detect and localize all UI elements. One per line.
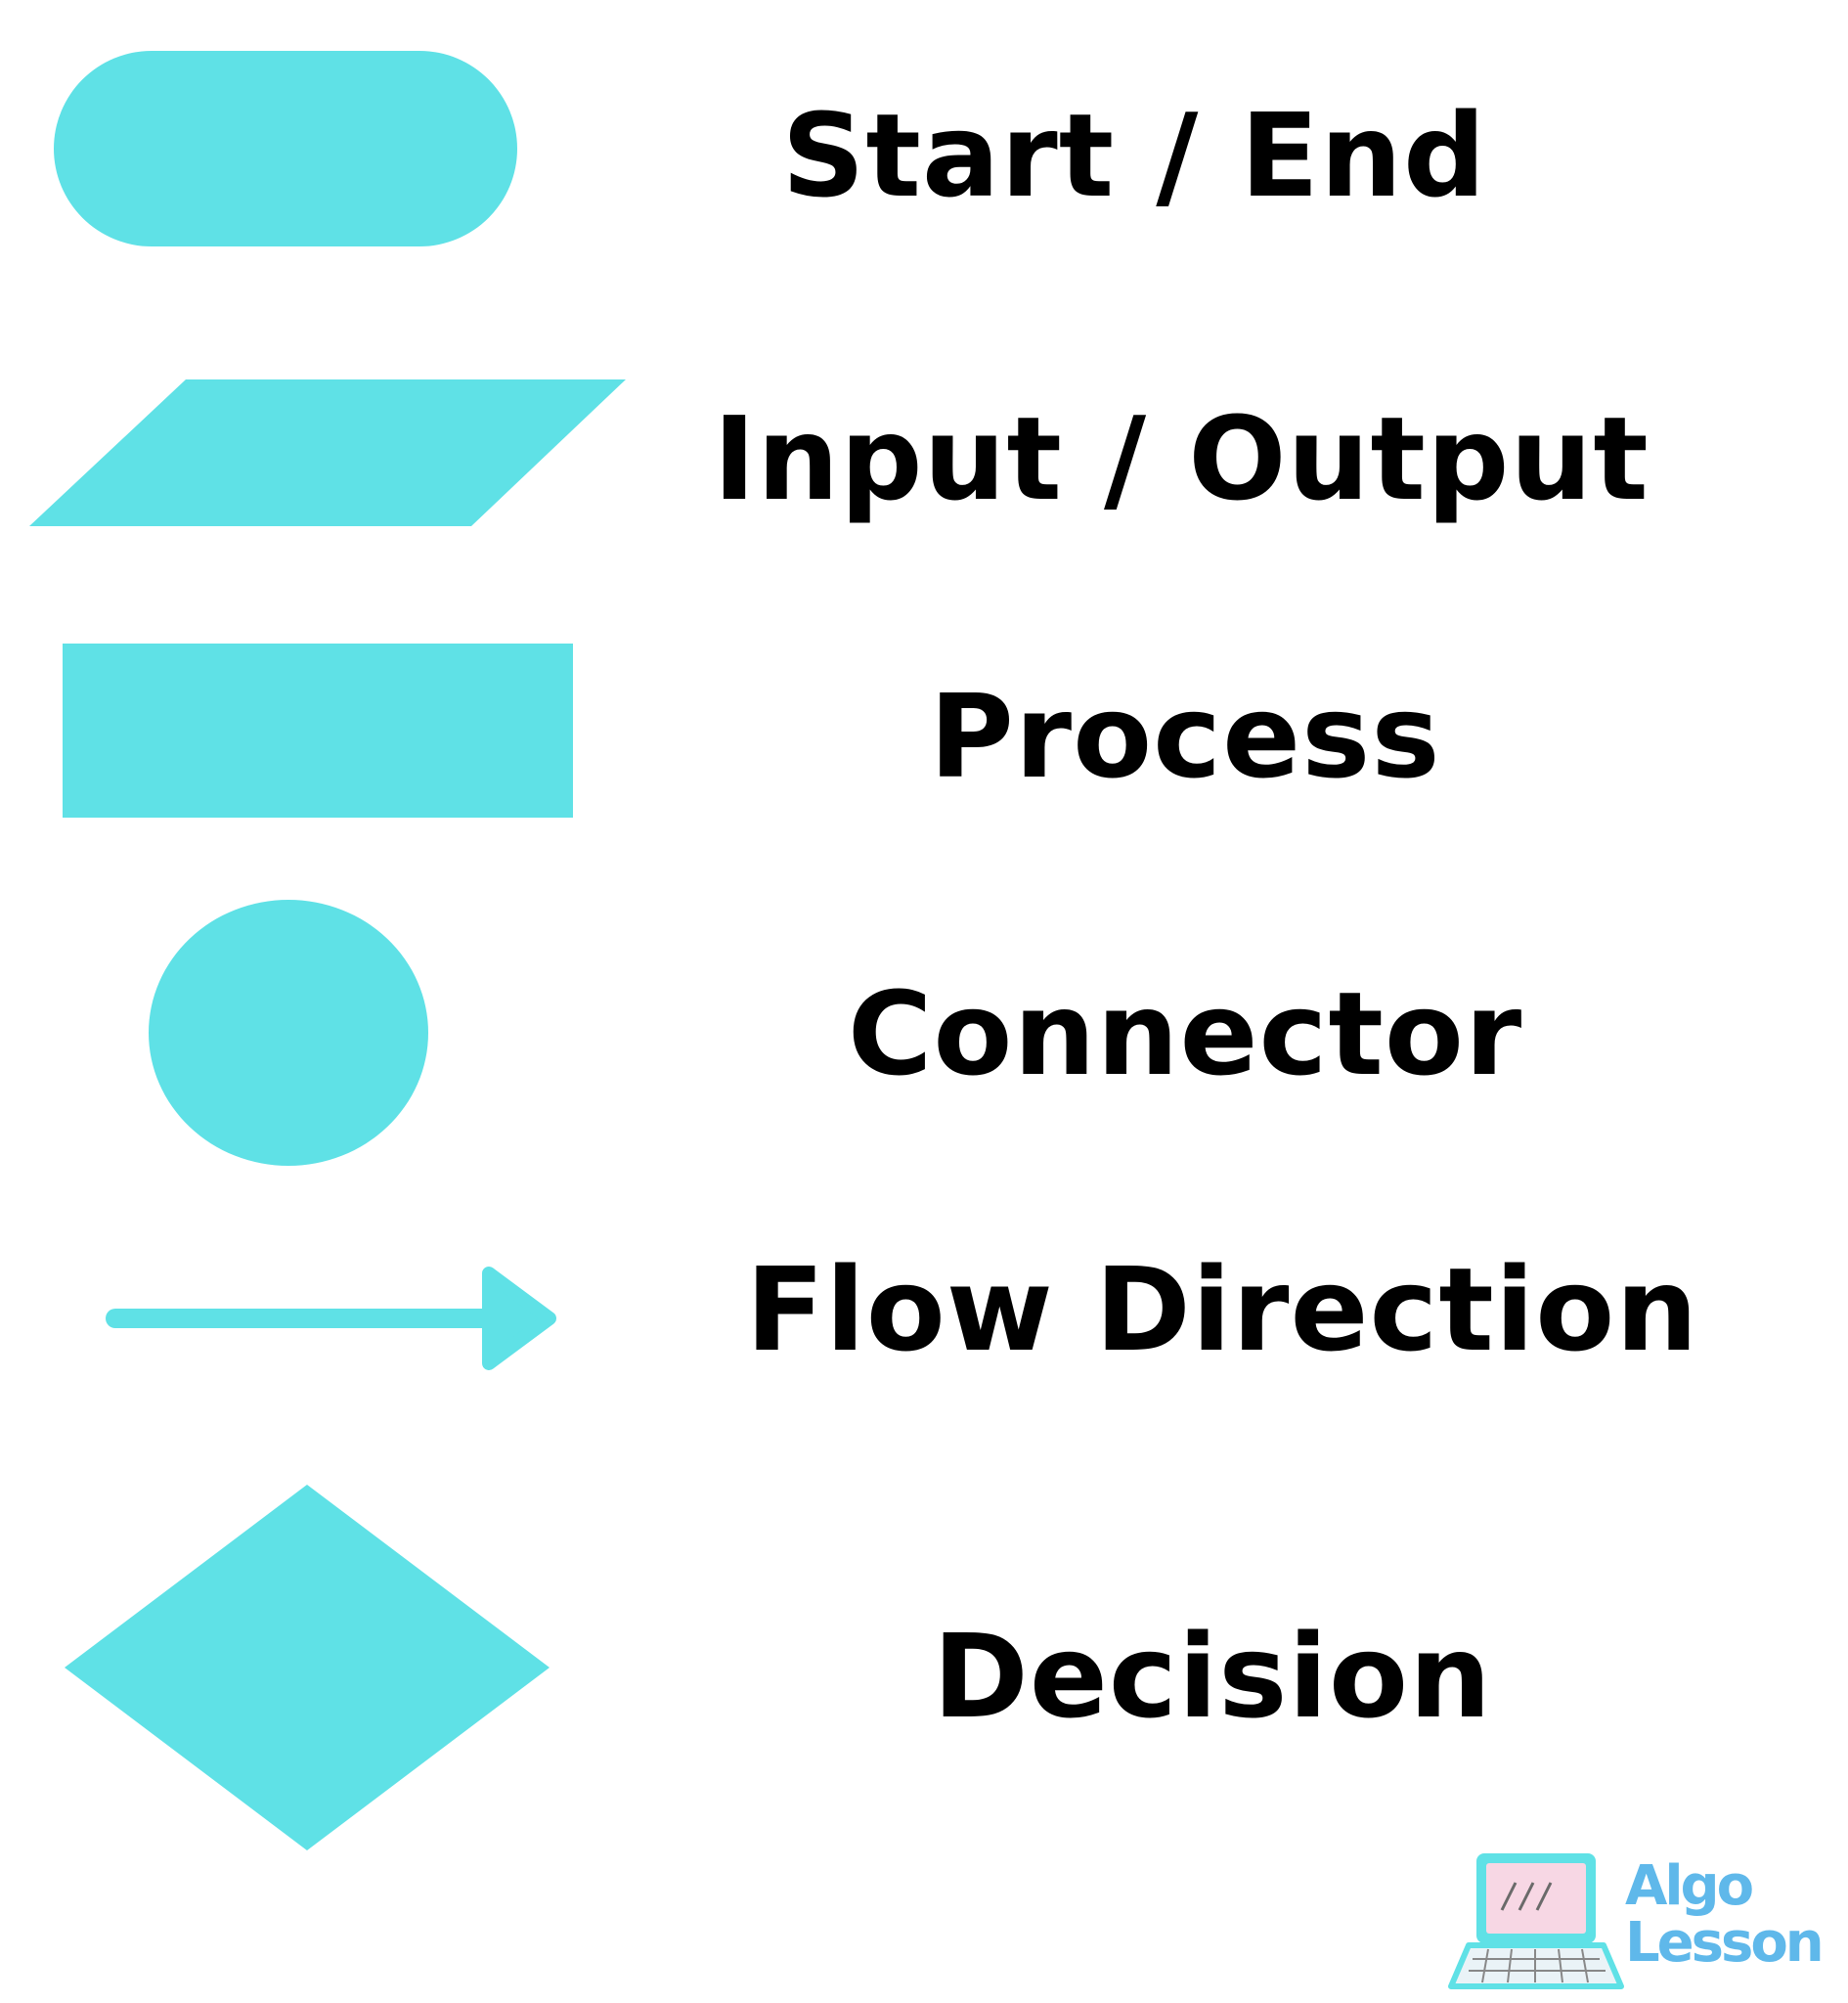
parallelogram-shape [29, 379, 626, 526]
start-end-label: Start / End [781, 88, 1487, 223]
logo-text: Algo Lesson [1625, 1854, 1825, 1975]
flow-direction-label: Flow Direction [745, 1242, 1699, 1377]
process-label: Process [929, 669, 1441, 804]
decision-label: Decision [932, 1609, 1493, 1744]
connector-label: Connector [847, 966, 1523, 1101]
input-output-label: Input / Output [713, 391, 1650, 526]
laptop-icon [1448, 1853, 1624, 1989]
terminator-shape [54, 51, 517, 246]
circle-shape [149, 900, 428, 1166]
arrow-shape [106, 1267, 556, 1370]
rectangle-shape [63, 644, 573, 818]
logo-line-1: Algo [1625, 1854, 1754, 1918]
logo-line-2: Lesson [1625, 1911, 1825, 1975]
diamond-shape [65, 1485, 550, 1850]
